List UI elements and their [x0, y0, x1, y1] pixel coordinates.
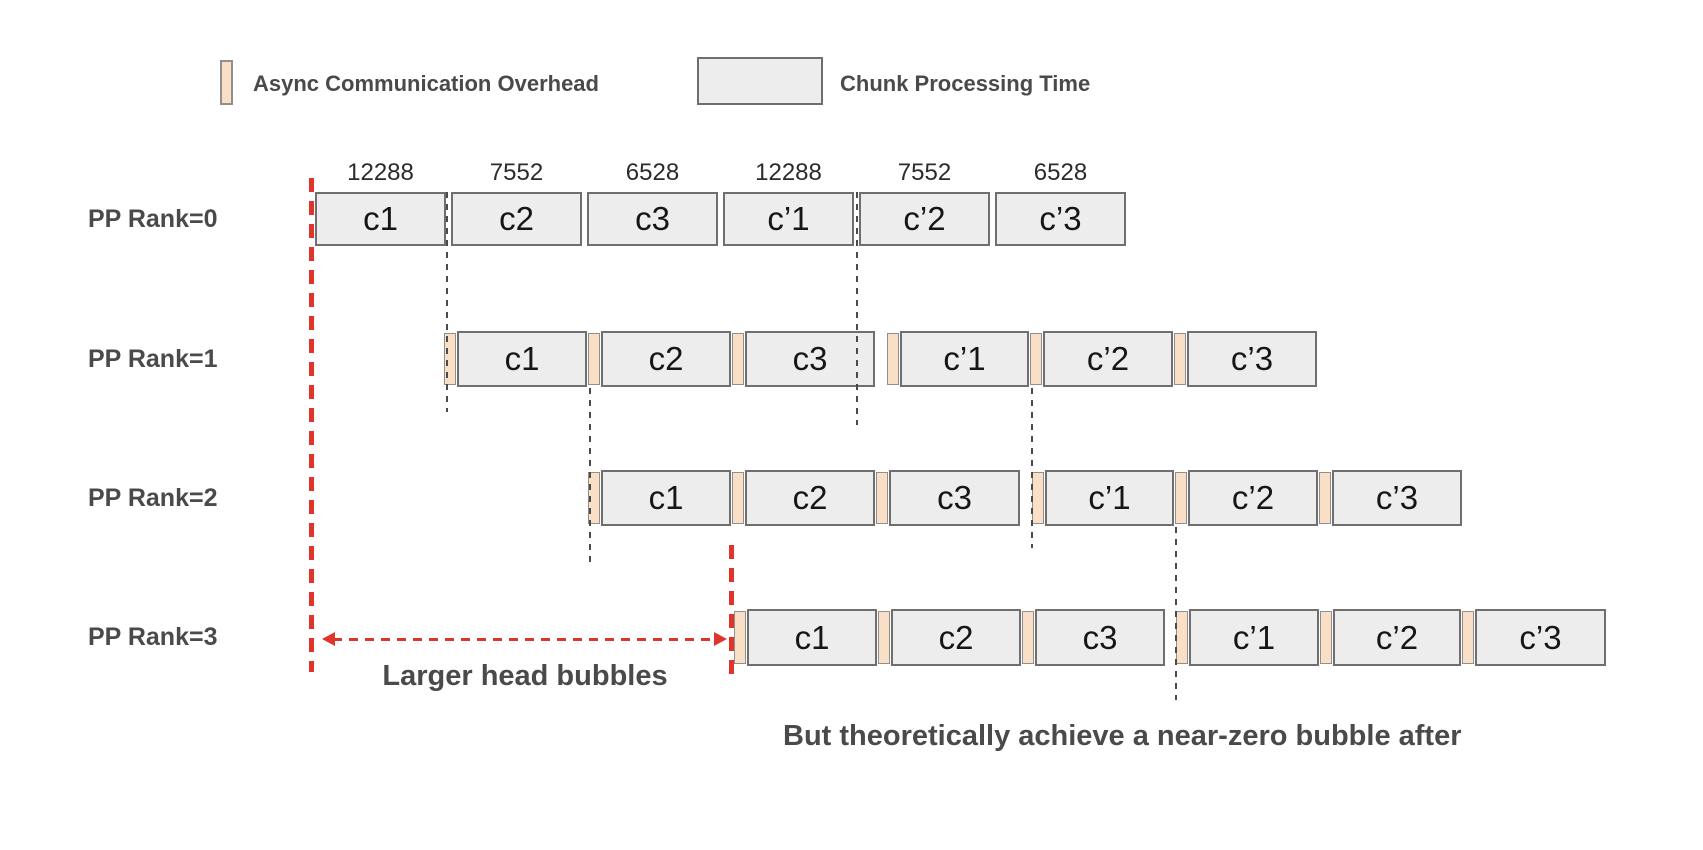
chunk-box: c’1 [900, 331, 1029, 387]
comm-overhead-bar [732, 333, 744, 385]
red-dashed-line [729, 545, 734, 676]
comm-overhead-bar [588, 472, 600, 524]
chunk-box: c2 [451, 192, 582, 246]
chunk-box: c’1 [1045, 470, 1174, 526]
comm-overhead-bar [1175, 472, 1187, 524]
guide-dashed-line [1031, 388, 1033, 548]
chunk-box: c’3 [995, 192, 1126, 246]
comm-overhead-bar [887, 333, 899, 385]
chunk-box: c’1 [1189, 609, 1319, 666]
legend-async-comm-swatch [220, 60, 233, 105]
chunk-box: c2 [601, 331, 731, 387]
comm-overhead-bar [1030, 333, 1042, 385]
legend-chunk-label: Chunk Processing Time [840, 71, 1091, 96]
chunk-box: c3 [745, 331, 875, 387]
chunk-size-label: 7552 [897, 159, 952, 186]
chunk-box: c’1 [723, 192, 854, 246]
comm-overhead-bar [588, 333, 600, 385]
chunk-box: c’2 [859, 192, 990, 246]
guide-dashed-line [1175, 527, 1177, 700]
chunk-box: c1 [601, 470, 731, 526]
chunk-box: c3 [1035, 609, 1165, 666]
chunk-box: c1 [747, 609, 877, 666]
chunk-box: c’3 [1332, 470, 1462, 526]
chunk-size-label: 6528 [1033, 159, 1088, 186]
rank-label: PP Rank=1 [88, 344, 218, 373]
chunk-box: c2 [891, 609, 1021, 666]
comm-overhead-bar [1174, 333, 1186, 385]
chunk-box: c’2 [1043, 331, 1173, 387]
guide-dashed-line [446, 192, 448, 412]
chunk-box: c3 [587, 192, 718, 246]
comm-overhead-bar [734, 611, 746, 664]
comm-overhead-bar [732, 472, 744, 524]
chunk-box: c’3 [1187, 331, 1317, 387]
chunk-box: c2 [745, 470, 875, 526]
comm-overhead-bar [1462, 611, 1474, 664]
chunk-box: c’2 [1188, 470, 1318, 526]
rank-label: PP Rank=2 [88, 483, 218, 512]
guide-dashed-line [856, 192, 858, 425]
chunk-size-label: 6528 [625, 159, 680, 186]
chunk-box: c3 [889, 470, 1020, 526]
head-bubble-arrow-right-head [714, 632, 727, 646]
chunk-size-label: 12288 [755, 159, 822, 186]
rank-label: PP Rank=3 [88, 623, 218, 651]
chunk-box: c1 [315, 192, 446, 246]
chunk-size-label: 12288 [347, 159, 414, 186]
comm-overhead-bar [876, 472, 888, 524]
comm-overhead-bar [1319, 472, 1331, 524]
legend-chunk-swatch [697, 57, 823, 105]
chunk-box: c1 [457, 331, 587, 387]
head-bubble-arrow-left-head [322, 632, 335, 646]
comm-overhead-bar [1022, 611, 1034, 664]
chunk-size-label: 7552 [489, 159, 544, 186]
chunk-box: c’2 [1333, 609, 1461, 666]
near-zero-bubble-annotation: But theoretically achieve a near-zero bu… [783, 720, 1462, 752]
rank-label: PP Rank=0 [88, 204, 218, 233]
guide-dashed-line [589, 388, 591, 566]
head-bubble-annotation: Larger head bubbles [382, 660, 668, 692]
comm-overhead-bar [1032, 472, 1044, 524]
comm-overhead-bar [1176, 611, 1188, 664]
red-dashed-line [309, 178, 314, 672]
chunk-box: c’3 [1475, 609, 1606, 666]
head-bubble-arrow-line [333, 638, 716, 641]
comm-overhead-bar [1320, 611, 1332, 664]
legend-async-comm-label: Async Communication Overhead [253, 71, 599, 96]
comm-overhead-bar [878, 611, 890, 664]
